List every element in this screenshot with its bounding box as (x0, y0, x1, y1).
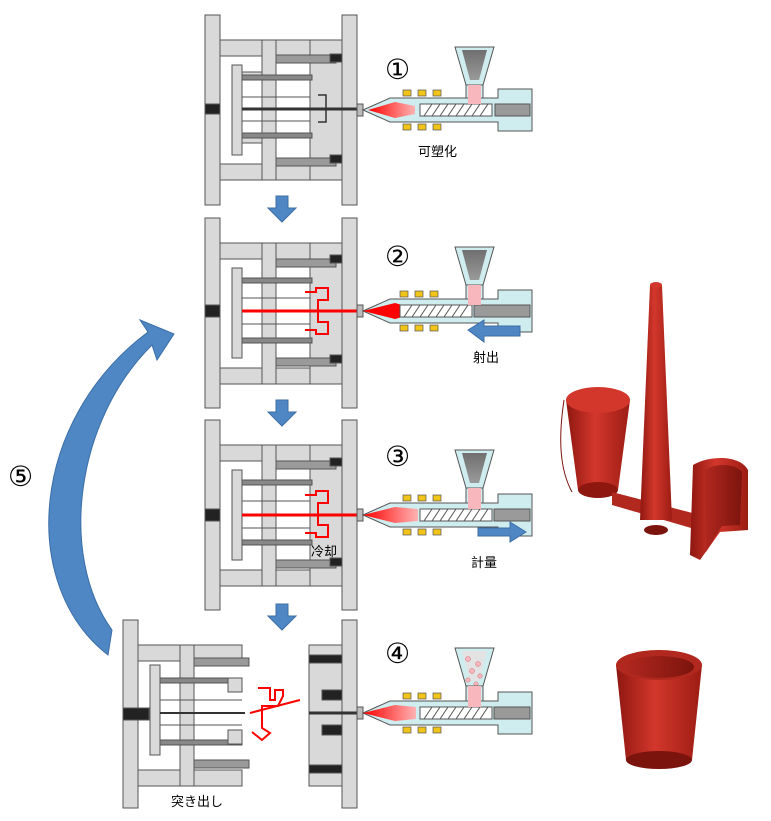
metering-label: 計量 (471, 556, 498, 571)
step-number-4: ④ (385, 637, 411, 670)
ejected-part (249, 687, 301, 742)
mold-assembly (204, 217, 358, 409)
injection-unit (356, 46, 533, 132)
step-number-5: ⑤ (8, 460, 34, 493)
step-1-plasticizing (204, 14, 533, 206)
injection-arrow-icon (467, 319, 521, 343)
molded-part-with-sprue (560, 282, 748, 560)
injection-unit (356, 647, 533, 735)
filled-cavity (242, 287, 357, 335)
step-3-metering (204, 419, 533, 611)
down-arrow-icon (266, 195, 298, 223)
plasticizing-label: 可塑化 (418, 145, 458, 160)
cycle-return-arrow-icon (48, 318, 175, 656)
cooled-cavity (242, 490, 357, 538)
down-arrow-icon (266, 603, 298, 631)
step-number-2: ② (385, 240, 411, 273)
injection-unit (356, 449, 533, 537)
finished-cup (616, 650, 702, 769)
ejection-label: 突き出し (171, 795, 224, 810)
step-4-ejection (122, 619, 533, 809)
step-number-1: ① (385, 53, 411, 86)
step-number-3: ③ (385, 440, 411, 473)
runner-and-cavity (242, 94, 357, 123)
metering-arrow-icon (477, 521, 527, 543)
cooling-label: 冷却 (311, 545, 338, 560)
fixed-mold-half (308, 619, 358, 809)
down-arrow-icon (266, 399, 298, 427)
step-2-injection (204, 217, 533, 409)
injection-label: 射出 (473, 351, 500, 366)
injection-unit (356, 246, 533, 333)
moving-mold-half (122, 619, 250, 809)
resin-pellets (465, 656, 483, 687)
